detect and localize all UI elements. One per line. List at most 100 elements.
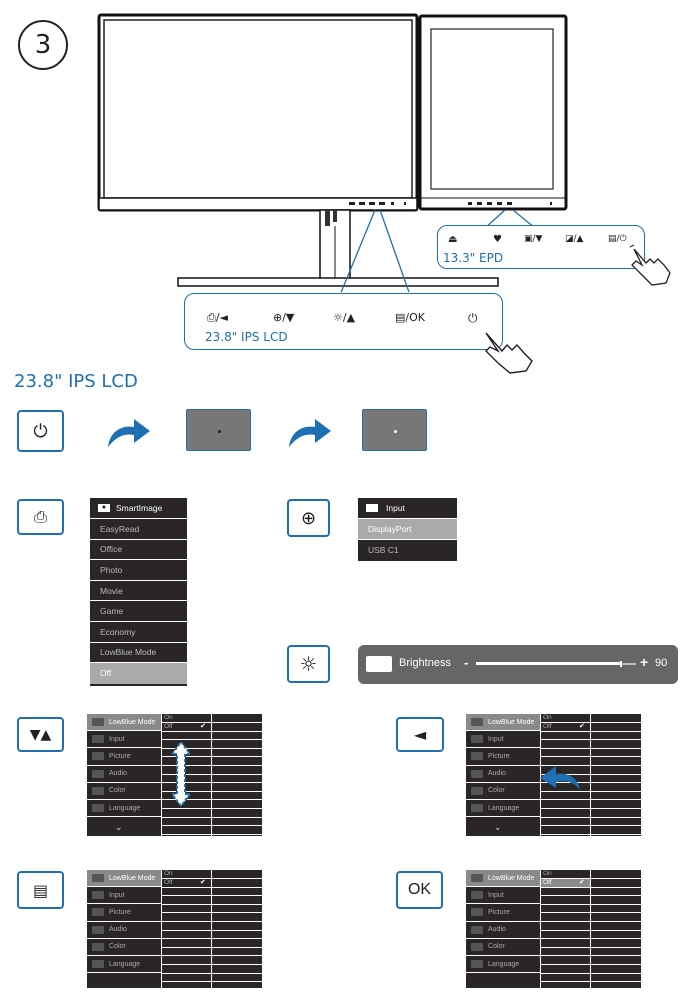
submenu-on[interactable]: On [164, 714, 173, 721]
osd-menu-item[interactable]: Color [87, 783, 161, 800]
osd-item-label: Audio [488, 770, 506, 778]
osd-item-icon [92, 769, 104, 778]
osd-grid-line [162, 808, 262, 809]
smartimage-button[interactable]: ⎙ [17, 499, 64, 535]
menu-item-photo[interactable]: Photo [90, 560, 187, 581]
osd-menu-item[interactable]: Picture [87, 748, 161, 766]
more-chevron-icon[interactable]: ⌄ [115, 822, 123, 832]
brightness-knob[interactable] [620, 661, 622, 667]
osd-menu-item[interactable]: Picture [466, 904, 540, 922]
osd-item-label: Input [109, 891, 125, 899]
osd-menu-item[interactable]: Audio [466, 766, 540, 783]
brightness-plus[interactable]: + [640, 654, 649, 670]
osd-grid-line [541, 921, 641, 922]
osd-menu-item[interactable]: Language [87, 956, 161, 974]
brightness-minus[interactable]: - [464, 655, 469, 670]
osd-menu-item[interactable]: Audio [87, 922, 161, 939]
submenu-on[interactable]: On [164, 870, 173, 877]
menu-item-office[interactable]: Office [90, 540, 187, 561]
osd-grid-line [541, 912, 641, 914]
ok-button[interactable]: OK [396, 871, 443, 909]
osd-item-icon [92, 925, 104, 934]
submenu-on[interactable]: On [543, 714, 552, 721]
osd-item-icon [471, 735, 483, 744]
osd-menu-item[interactable]: Picture [87, 904, 161, 922]
osd-item-icon [92, 908, 104, 917]
osd-menu-item[interactable]: Input [466, 731, 540, 749]
osd-item-label: Color [109, 787, 126, 795]
power-led-off [186, 409, 251, 451]
more-chevron-icon[interactable]: ⌄ [494, 822, 502, 832]
submenu-off[interactable]: Off [164, 723, 173, 730]
osd-item-label: Language [109, 804, 141, 812]
input-item-displayport[interactable]: DisplayPort [358, 519, 457, 540]
brightness-up-button[interactable]: ☼/▲ [333, 311, 356, 324]
osd-item-icon [471, 908, 483, 917]
power-icon[interactable]: ⏻ [468, 311, 478, 325]
osd-grid-line [541, 782, 641, 784]
menu-item-movie[interactable]: Movie [90, 581, 187, 602]
down-up-button[interactable]: ▼▲ [17, 717, 64, 752]
osd-menu-item[interactable]: LowBlue Mode [466, 870, 540, 888]
input-button[interactable]: ⊕ [287, 499, 330, 537]
submenu-off[interactable]: Off [543, 723, 552, 730]
menu-item-easyread[interactable]: EasyRead [90, 519, 187, 540]
lcd-caption: 23.8" IPS LCD [205, 330, 288, 344]
menu-button[interactable]: ▤ [17, 871, 64, 909]
submenu-off[interactable]: Off [164, 879, 173, 886]
osd-menu-item[interactable]: LowBlue Mode [87, 714, 161, 732]
eject-icon[interactable]: ⏏ [448, 234, 458, 245]
section-title: 23.8" IPS LCD [14, 371, 138, 392]
osd-menu-item[interactable]: Picture [466, 748, 540, 766]
osd-item-icon [471, 942, 483, 951]
bulb-icon[interactable]: ♥ [493, 234, 502, 245]
menu-power-button[interactable]: ▤/⏻ [608, 234, 627, 244]
brightness-osd: Brightness - + 90 [358, 645, 678, 684]
osd-item-icon [92, 735, 104, 744]
osd-menu-item[interactable]: Language [466, 800, 540, 818]
osd-menu-item[interactable]: Color [87, 939, 161, 956]
osd-item-icon [92, 718, 104, 727]
input-header: Input [358, 498, 457, 519]
osd-menu-item[interactable]: LowBlue Mode [466, 714, 540, 732]
input-item-usbc1[interactable]: USB C1 [368, 544, 399, 555]
osd-divider [161, 870, 162, 988]
osd-menu-item[interactable]: Input [87, 731, 161, 749]
osd-menu-item[interactable]: Language [87, 800, 161, 818]
osd-menu-item[interactable]: Color [466, 939, 540, 956]
osd-grid-line [541, 756, 641, 758]
osd-menu-item[interactable]: LowBlue Mode [87, 870, 161, 888]
osd-grid-line [162, 722, 262, 723]
brightness-button[interactable]: ☼ [287, 645, 330, 683]
input-menu: Input DisplayPort USB C1 [358, 498, 457, 561]
check-icon: ✔ [200, 723, 206, 730]
osd-menu-item[interactable]: Audio [466, 922, 540, 939]
menu-ok-button[interactable]: ▤/OK [395, 311, 425, 324]
input-down-button[interactable]: ⊕/▼ [273, 311, 295, 324]
menu-item-lowblue[interactable]: LowBlue Mode [90, 643, 187, 664]
check-icon: ✔ [200, 879, 206, 886]
menu-item-economy[interactable]: Economy [90, 622, 187, 643]
submenu-off[interactable]: Off [543, 879, 552, 886]
osd-item-label: Input [109, 735, 125, 743]
osd-item-icon [471, 786, 483, 795]
submenu-on[interactable]: On [543, 870, 552, 877]
osd-menu-item[interactable]: Audio [87, 766, 161, 783]
left-button[interactable]: ◄ [396, 717, 444, 752]
osd-menu-item[interactable]: Input [87, 887, 161, 905]
power-button[interactable]: ⏻ [17, 410, 64, 452]
osd-menu-item[interactable]: Input [466, 887, 540, 905]
osd-item-label: LowBlue Mode [109, 718, 156, 726]
contrast-up-button[interactable]: ◪/▲ [565, 234, 584, 244]
osd-menu-item[interactable]: Color [466, 783, 540, 800]
image-down-button[interactable]: ▣/▼ [524, 234, 543, 244]
menu-item-off[interactable]: Off [90, 663, 187, 684]
osd-item-icon [471, 752, 483, 761]
power-led-on [362, 409, 427, 451]
osd-menu-item[interactable]: Language [466, 956, 540, 974]
osd-grid-line [541, 739, 641, 741]
smartimage-left-button[interactable]: ⎙/◄ [207, 311, 228, 324]
down-up-icon: ▼▲ [29, 726, 52, 743]
menu-item-game[interactable]: Game [90, 601, 187, 622]
osd-grid-line [541, 816, 641, 818]
